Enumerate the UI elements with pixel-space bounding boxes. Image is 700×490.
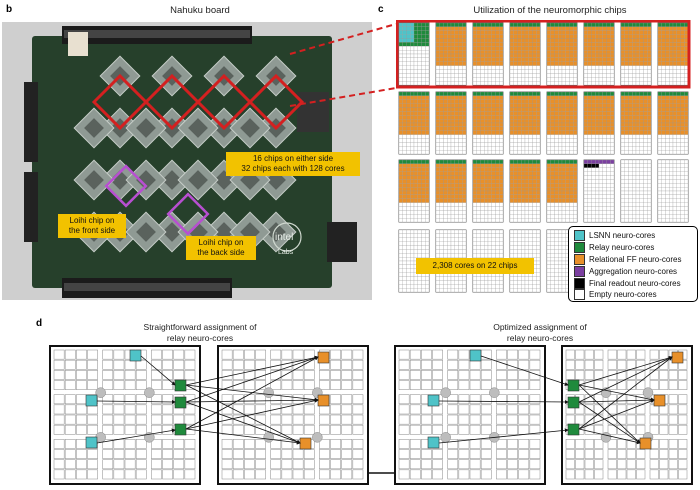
chip-cell-empty (620, 159, 652, 223)
legend-item-empty: Empty neuro-cores (574, 288, 657, 300)
lsnn-core (427, 394, 440, 407)
chip-cell-lsnn (398, 22, 430, 86)
chip-cell-agg (583, 159, 615, 223)
relay-core (174, 423, 187, 436)
callout-back: Loihi chip on the back side (186, 236, 256, 260)
svg-text:Labs: Labs (278, 249, 294, 256)
legend-item-lsnn: LSNN neuro-cores (574, 229, 655, 241)
chip-cell-full (657, 22, 689, 86)
lsnn-core (85, 394, 98, 407)
panel-label-b: b (6, 4, 13, 15)
chip-lsnn-left (49, 345, 201, 485)
chip-cell-full (509, 91, 541, 155)
callout-front-text: Loihi chip on the front side (68, 216, 116, 235)
chip-cell-full (435, 159, 467, 223)
legend-swatch (574, 277, 585, 289)
panel-label-d: d (36, 318, 43, 329)
lsnn-core (469, 349, 482, 362)
chip-cell-full (435, 22, 467, 86)
lsnn-core (129, 349, 142, 362)
utilization-legend: LSNN neuro-cores Relay neuro-cores Relat… (568, 226, 698, 302)
panel-label-c: c (378, 4, 384, 15)
callout-chip-count: 16 chips on either side 32 chips each wi… (226, 152, 360, 176)
legend-swatch (574, 288, 585, 300)
relay-core (567, 423, 580, 436)
chip-utilization-grid (396, 20, 691, 293)
relational-core (317, 351, 330, 364)
chip-cell-full (472, 91, 504, 155)
relay-core (567, 396, 580, 409)
chip-cell-full (620, 91, 652, 155)
chip-cell-full (620, 22, 652, 86)
chip-cell-full (546, 159, 578, 223)
chip-cell-full (472, 159, 504, 223)
chip-cell-full (583, 22, 615, 86)
relay-core (174, 396, 187, 409)
chip-cell-full (583, 91, 615, 155)
logo-text: intel (275, 232, 293, 243)
board-illustration: intel Labs (24, 26, 357, 298)
lsnn-core (85, 436, 98, 449)
panel-title-c: Utilization of the neuromorphic chips (473, 5, 627, 16)
cores-note: 2,308 cores on 22 chips (416, 258, 534, 274)
chip-cell-full (472, 22, 504, 86)
highlighted-chip-row (396, 20, 691, 89)
chip-cell-full (546, 22, 578, 86)
chip-lsnn-right (394, 345, 546, 485)
relational-core (671, 351, 684, 364)
panel-title-b: Nahuku board (170, 5, 230, 16)
callout-front: Loihi chip on the front side (58, 214, 126, 238)
callout-back-text: Loihi chip on the back side (197, 238, 245, 257)
legend-swatch (574, 229, 585, 241)
chip-cell-empty (657, 159, 689, 223)
chip-cell-full (509, 22, 541, 86)
legend-swatch (574, 241, 585, 253)
legend-swatch (574, 265, 585, 277)
callout-chip-count-text: 16 chips on either side 32 chips each wi… (241, 154, 345, 173)
relational-core (639, 437, 652, 450)
relay-core (567, 379, 580, 392)
relational-core (653, 394, 666, 407)
chip-ff-right (561, 345, 693, 485)
highlight-connectors (289, 23, 397, 107)
board-photo: intel Labs (2, 22, 372, 300)
chip-cell-full (509, 159, 541, 223)
chip-cell-full (435, 91, 467, 155)
legend-item-readout: Final readout neuro-cores (574, 277, 681, 289)
chip-cell-full (398, 91, 430, 155)
legend-swatch (574, 253, 585, 265)
subtitle-straightforward: Straightforward assignment of relay neur… (143, 322, 257, 343)
highlight-row (91, 73, 305, 131)
legend-item-relay: Relay neuro-cores (574, 241, 654, 253)
chip-cell-full (657, 91, 689, 155)
chip-ff-left (217, 345, 369, 485)
relay-core (174, 379, 187, 392)
chip-cell-full (546, 91, 578, 155)
lsnn-core (427, 436, 440, 449)
legend-item-relational: Relational FF neuro-cores (574, 253, 681, 265)
legend-item-aggregation: Aggregation neuro-cores (574, 265, 677, 277)
relational-core (317, 394, 330, 407)
subtitle-optimized: Optimized assignment of relay neuro-core… (493, 322, 587, 343)
chip-cell-full (398, 159, 430, 223)
assignment-diagram (49, 345, 693, 485)
relational-core (299, 437, 312, 450)
